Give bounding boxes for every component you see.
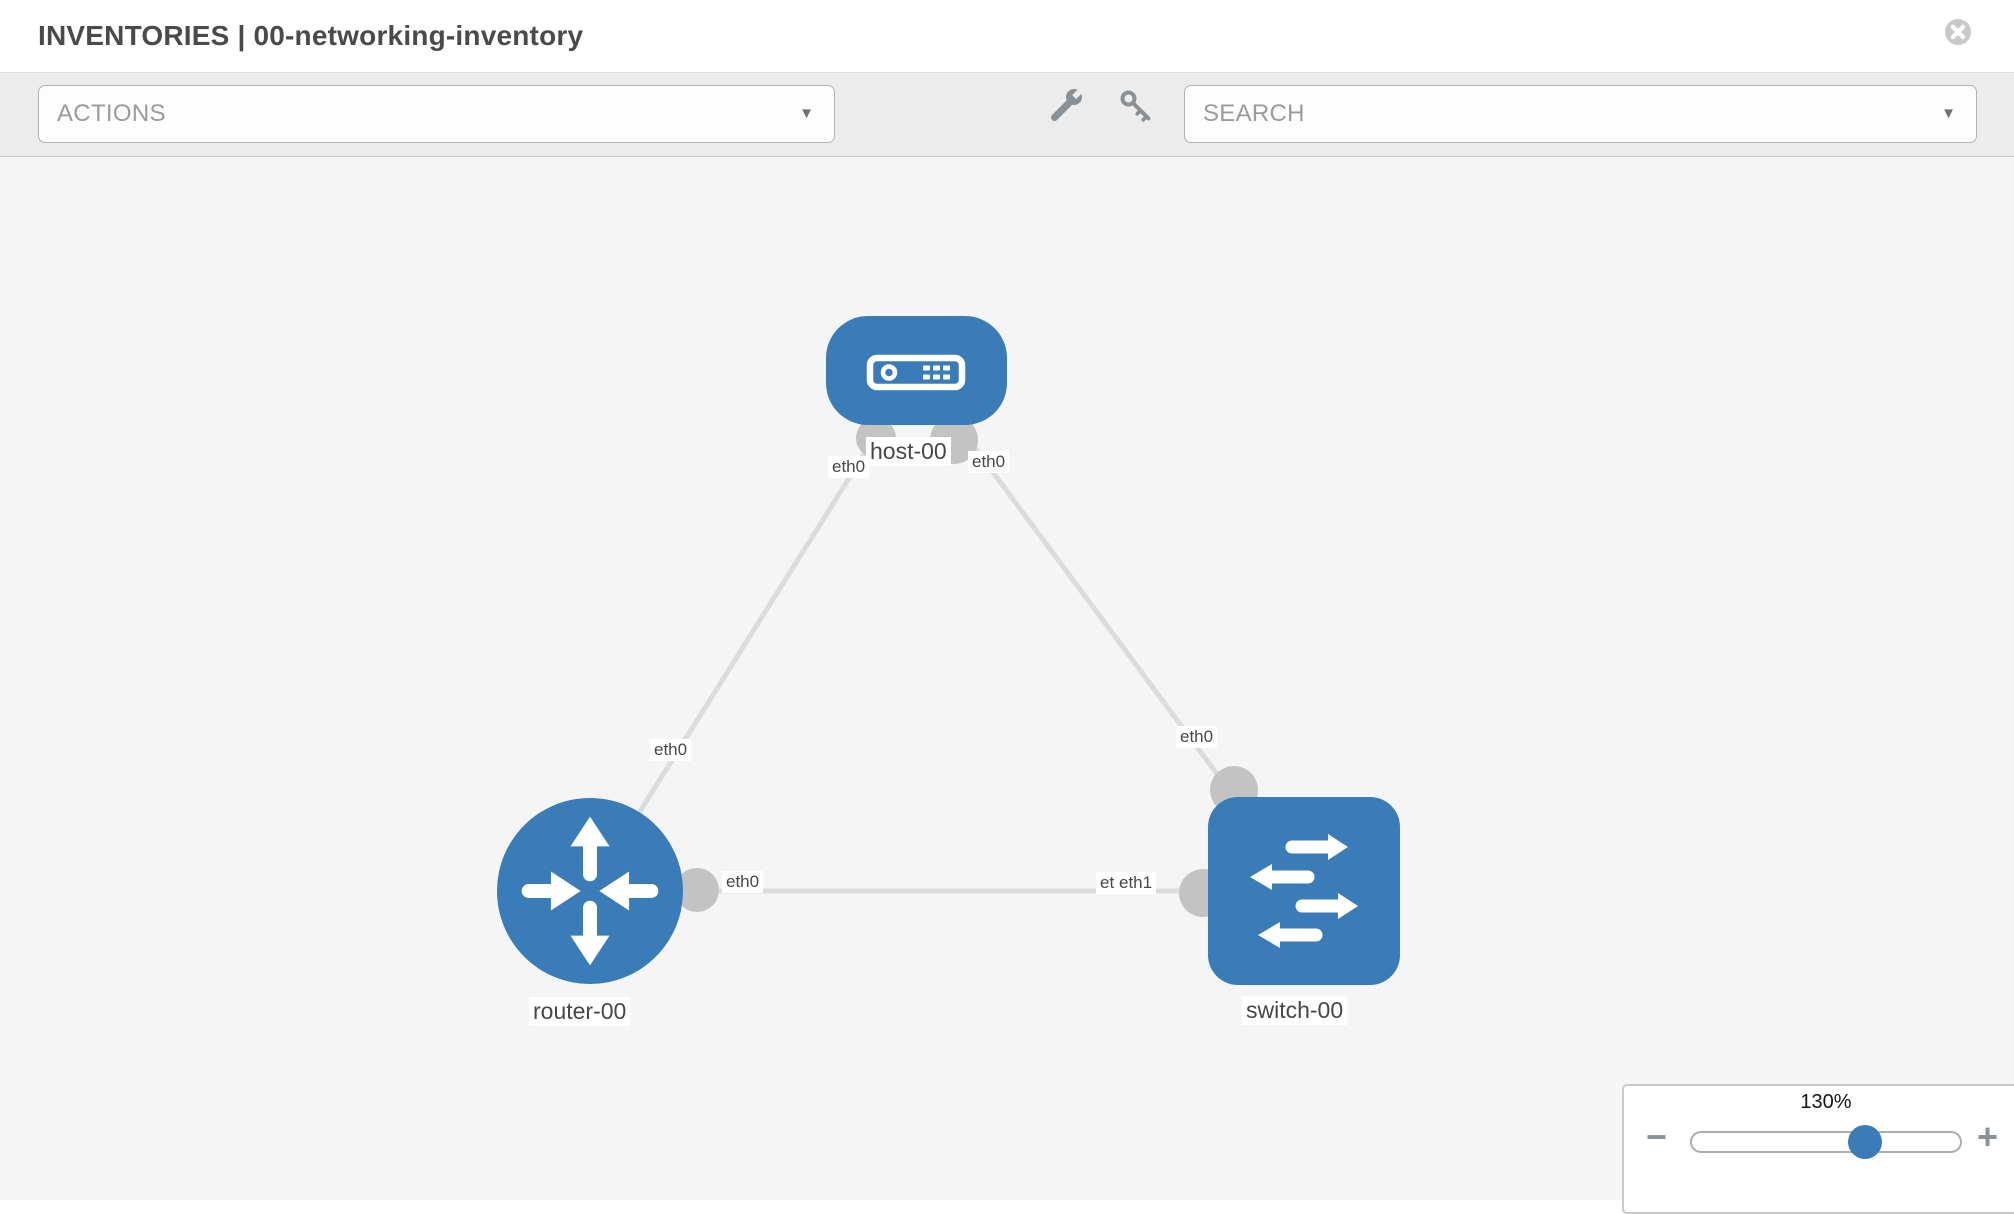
header: INVENTORIES | 00-networking-inventory — [0, 0, 2014, 73]
actions-dropdown-label: ACTIONS — [57, 100, 166, 127]
zoom-slider-thumb[interactable] — [1848, 1125, 1882, 1159]
toolbar: ACTIONS ▼ SEARCH ▼ — [0, 73, 2014, 157]
links-layer — [587, 368, 1307, 917]
interface-label-router-right: eth0 — [722, 871, 764, 893]
host-icon — [866, 354, 966, 391]
actions-dropdown[interactable]: ACTIONS ▼ — [38, 85, 835, 143]
node-label-switch: switch-00 — [1242, 996, 1348, 1025]
interface-label-switch-left-eth1: eth1 — [1115, 872, 1157, 894]
close-icon — [1945, 19, 1971, 45]
node-switch-00[interactable] — [1208, 797, 1400, 985]
connector-router-right — [675, 868, 719, 912]
credentials-button[interactable] — [1116, 86, 1156, 126]
node-host-00[interactable] — [826, 316, 1007, 425]
node-label-host: host-00 — [866, 437, 951, 466]
interface-label-router-top: eth0 — [650, 739, 692, 761]
interface-label-host-left: eth0 — [828, 456, 870, 478]
topology-canvas[interactable]: host-00 router-00 switch-00 eth0 eth0 et… — [0, 157, 2014, 1200]
zoom-in-button[interactable]: + — [1977, 1116, 1999, 1157]
key-icon — [1120, 90, 1151, 122]
interface-label-host-right: eth0 — [968, 451, 1010, 473]
page-title: INVENTORIES | 00-networking-inventory — [38, 20, 584, 51]
switch-icon — [1250, 834, 1358, 948]
close-button[interactable] — [1945, 19, 1971, 45]
node-label-router: router-00 — [529, 997, 631, 1026]
zoom-control-panel: 130% − + — [1622, 1084, 2014, 1214]
node-router-00[interactable] — [497, 798, 683, 984]
zoom-out-button[interactable]: − — [1646, 1116, 1668, 1157]
chevron-down-icon: ▼ — [1941, 105, 1956, 122]
search-dropdown-label: SEARCH — [1203, 100, 1305, 127]
router-icon — [521, 816, 659, 966]
interface-label-switch-top: eth0 — [1176, 726, 1218, 748]
chevron-down-icon: ▼ — [799, 105, 814, 122]
zoom-level-value: 130% — [1800, 1091, 1852, 1113]
wrench-icon — [1051, 84, 1087, 121]
zoom-slider-track[interactable] — [1690, 1131, 1962, 1153]
configure-button[interactable] — [1046, 84, 1087, 126]
search-dropdown[interactable]: SEARCH ▼ — [1184, 85, 1977, 143]
